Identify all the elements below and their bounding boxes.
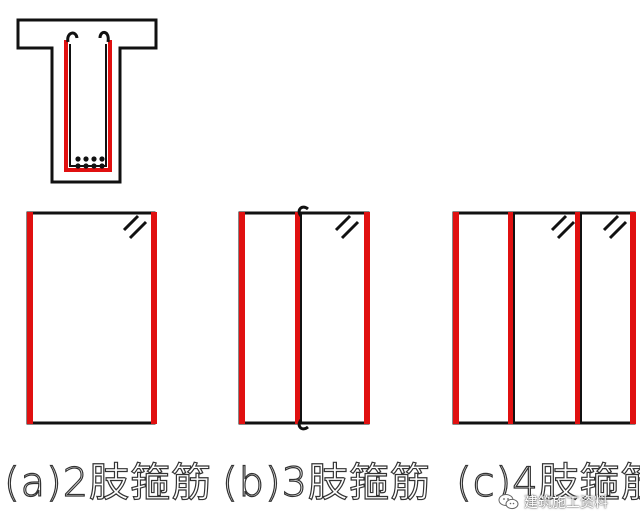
stirrup-a-outline [26, 211, 156, 425]
stirrup-b-hook [334, 214, 360, 240]
longitudinal-bars [75, 156, 105, 169]
stirrup-b-tie-hook-top [297, 205, 309, 217]
caption-four-leg-stirrup: (c)4肢箍筋 [455, 459, 640, 506]
stirrup-b-three-legs [238, 205, 370, 431]
stirrup-b-outline [238, 211, 370, 425]
t-beam-section [16, 18, 158, 184]
watermark-text: 建筑施工资料 [524, 495, 608, 511]
caption-three-leg-stirrup: (b)3肢箍筋 [221, 459, 432, 506]
stirrup-c-four-legs [452, 211, 636, 425]
stirrup-hook-right [98, 31, 110, 43]
t-beam-outline [16, 18, 158, 184]
stirrup-c-hook-outer [602, 214, 628, 240]
stirrup-a-two-legs [26, 211, 157, 425]
stirrup-b-tie-hook-bottom [297, 419, 309, 431]
wechat-icon [498, 494, 519, 510]
stirrup-c-hook-inner [550, 214, 576, 240]
stirrup-hook-left [66, 31, 79, 43]
watermark: 建筑施工资料 [498, 492, 608, 512]
stirrup-c-outline [452, 211, 636, 425]
stirrup-a-hook [122, 214, 148, 240]
caption-two-leg-stirrup: (a)2肢箍筋 [3, 459, 213, 506]
t-beam-stirrup [64, 40, 112, 172]
